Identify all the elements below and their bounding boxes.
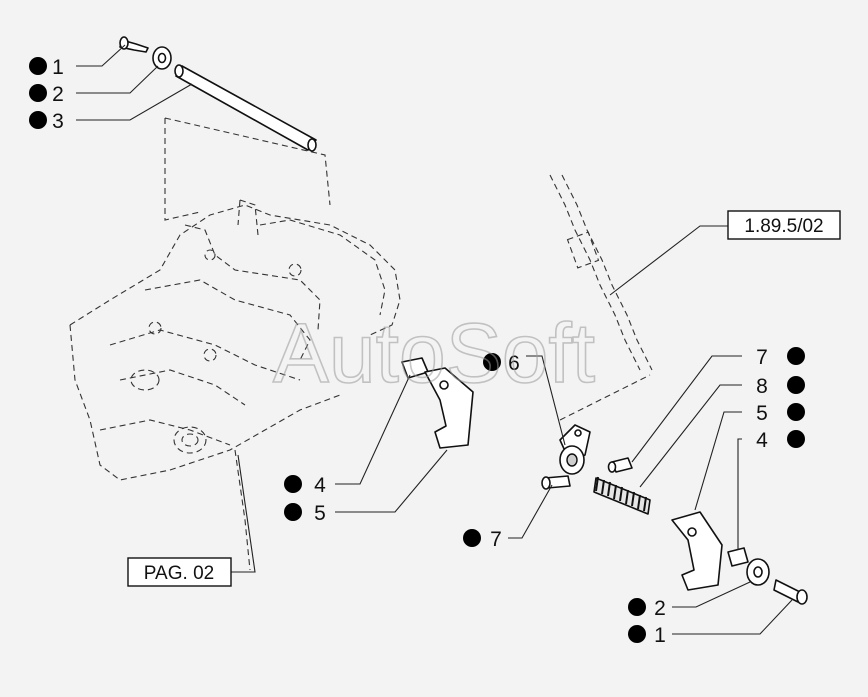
callout-number: 6 [508,352,520,375]
part-5-fork-right [671,511,723,591]
callout-dot [787,376,805,394]
callout-dot [29,57,47,75]
housing-outline [69,117,401,571]
callout-dot [787,430,805,448]
callout-dot [284,475,302,493]
part-7-screw-upper [607,457,633,473]
callout-number: 2 [654,597,666,620]
callout-dot [628,598,646,616]
part-5-fork-left [424,367,474,449]
watermark: AutoSoft [273,306,595,400]
callout-number: 7 [756,346,768,369]
callout-dot [628,625,646,643]
callout-number: 1 [654,624,666,647]
callout-dot [284,503,302,521]
callout-group-center: 6 [483,352,520,375]
callout-group-lower: 7 [463,528,502,551]
callout-group-bottom-right: 2 1 [628,597,666,647]
callout-number: 3 [52,110,64,133]
part-7-screw-lower [541,475,571,490]
callout-number: 4 [756,429,768,452]
part-1-screw-bottom [773,579,808,605]
callout-group-left-mid: 4 5 [284,474,326,525]
callout-dot [463,529,481,547]
callout-dot [787,347,805,365]
group-reference-label: 1.89.5/02 [744,216,823,237]
callout-number: 1 [52,56,64,79]
callout-dot [483,353,501,371]
callout-group-left-top: 1 2 3 [29,56,64,133]
callout-number: 2 [52,83,64,106]
callout-number: 7 [490,528,502,551]
group-reference-box: 1.89.5/02 [727,210,841,240]
callout-group-right: 7 8 5 4 [756,346,805,452]
page-reference-label: PAG. 02 [144,563,214,584]
page-reference-box: PAG. 02 [127,557,232,587]
part-3-shaft [174,64,317,152]
leader-lines [76,44,793,635]
part-8-spring [593,476,651,515]
callout-dot [29,84,47,102]
cable-outline [549,174,653,421]
part-4-key-right [727,547,749,567]
callout-number: 4 [314,474,326,497]
part-6-lever [559,424,591,475]
part-2-washer-bottom [746,558,770,586]
callout-dot [787,403,805,421]
callout-number: 5 [756,402,768,425]
callout-number: 8 [756,375,768,398]
callout-number: 5 [314,502,326,525]
part-2-washer-top [152,46,172,70]
callout-dot [29,111,47,129]
part-1-screw-top [119,36,149,53]
